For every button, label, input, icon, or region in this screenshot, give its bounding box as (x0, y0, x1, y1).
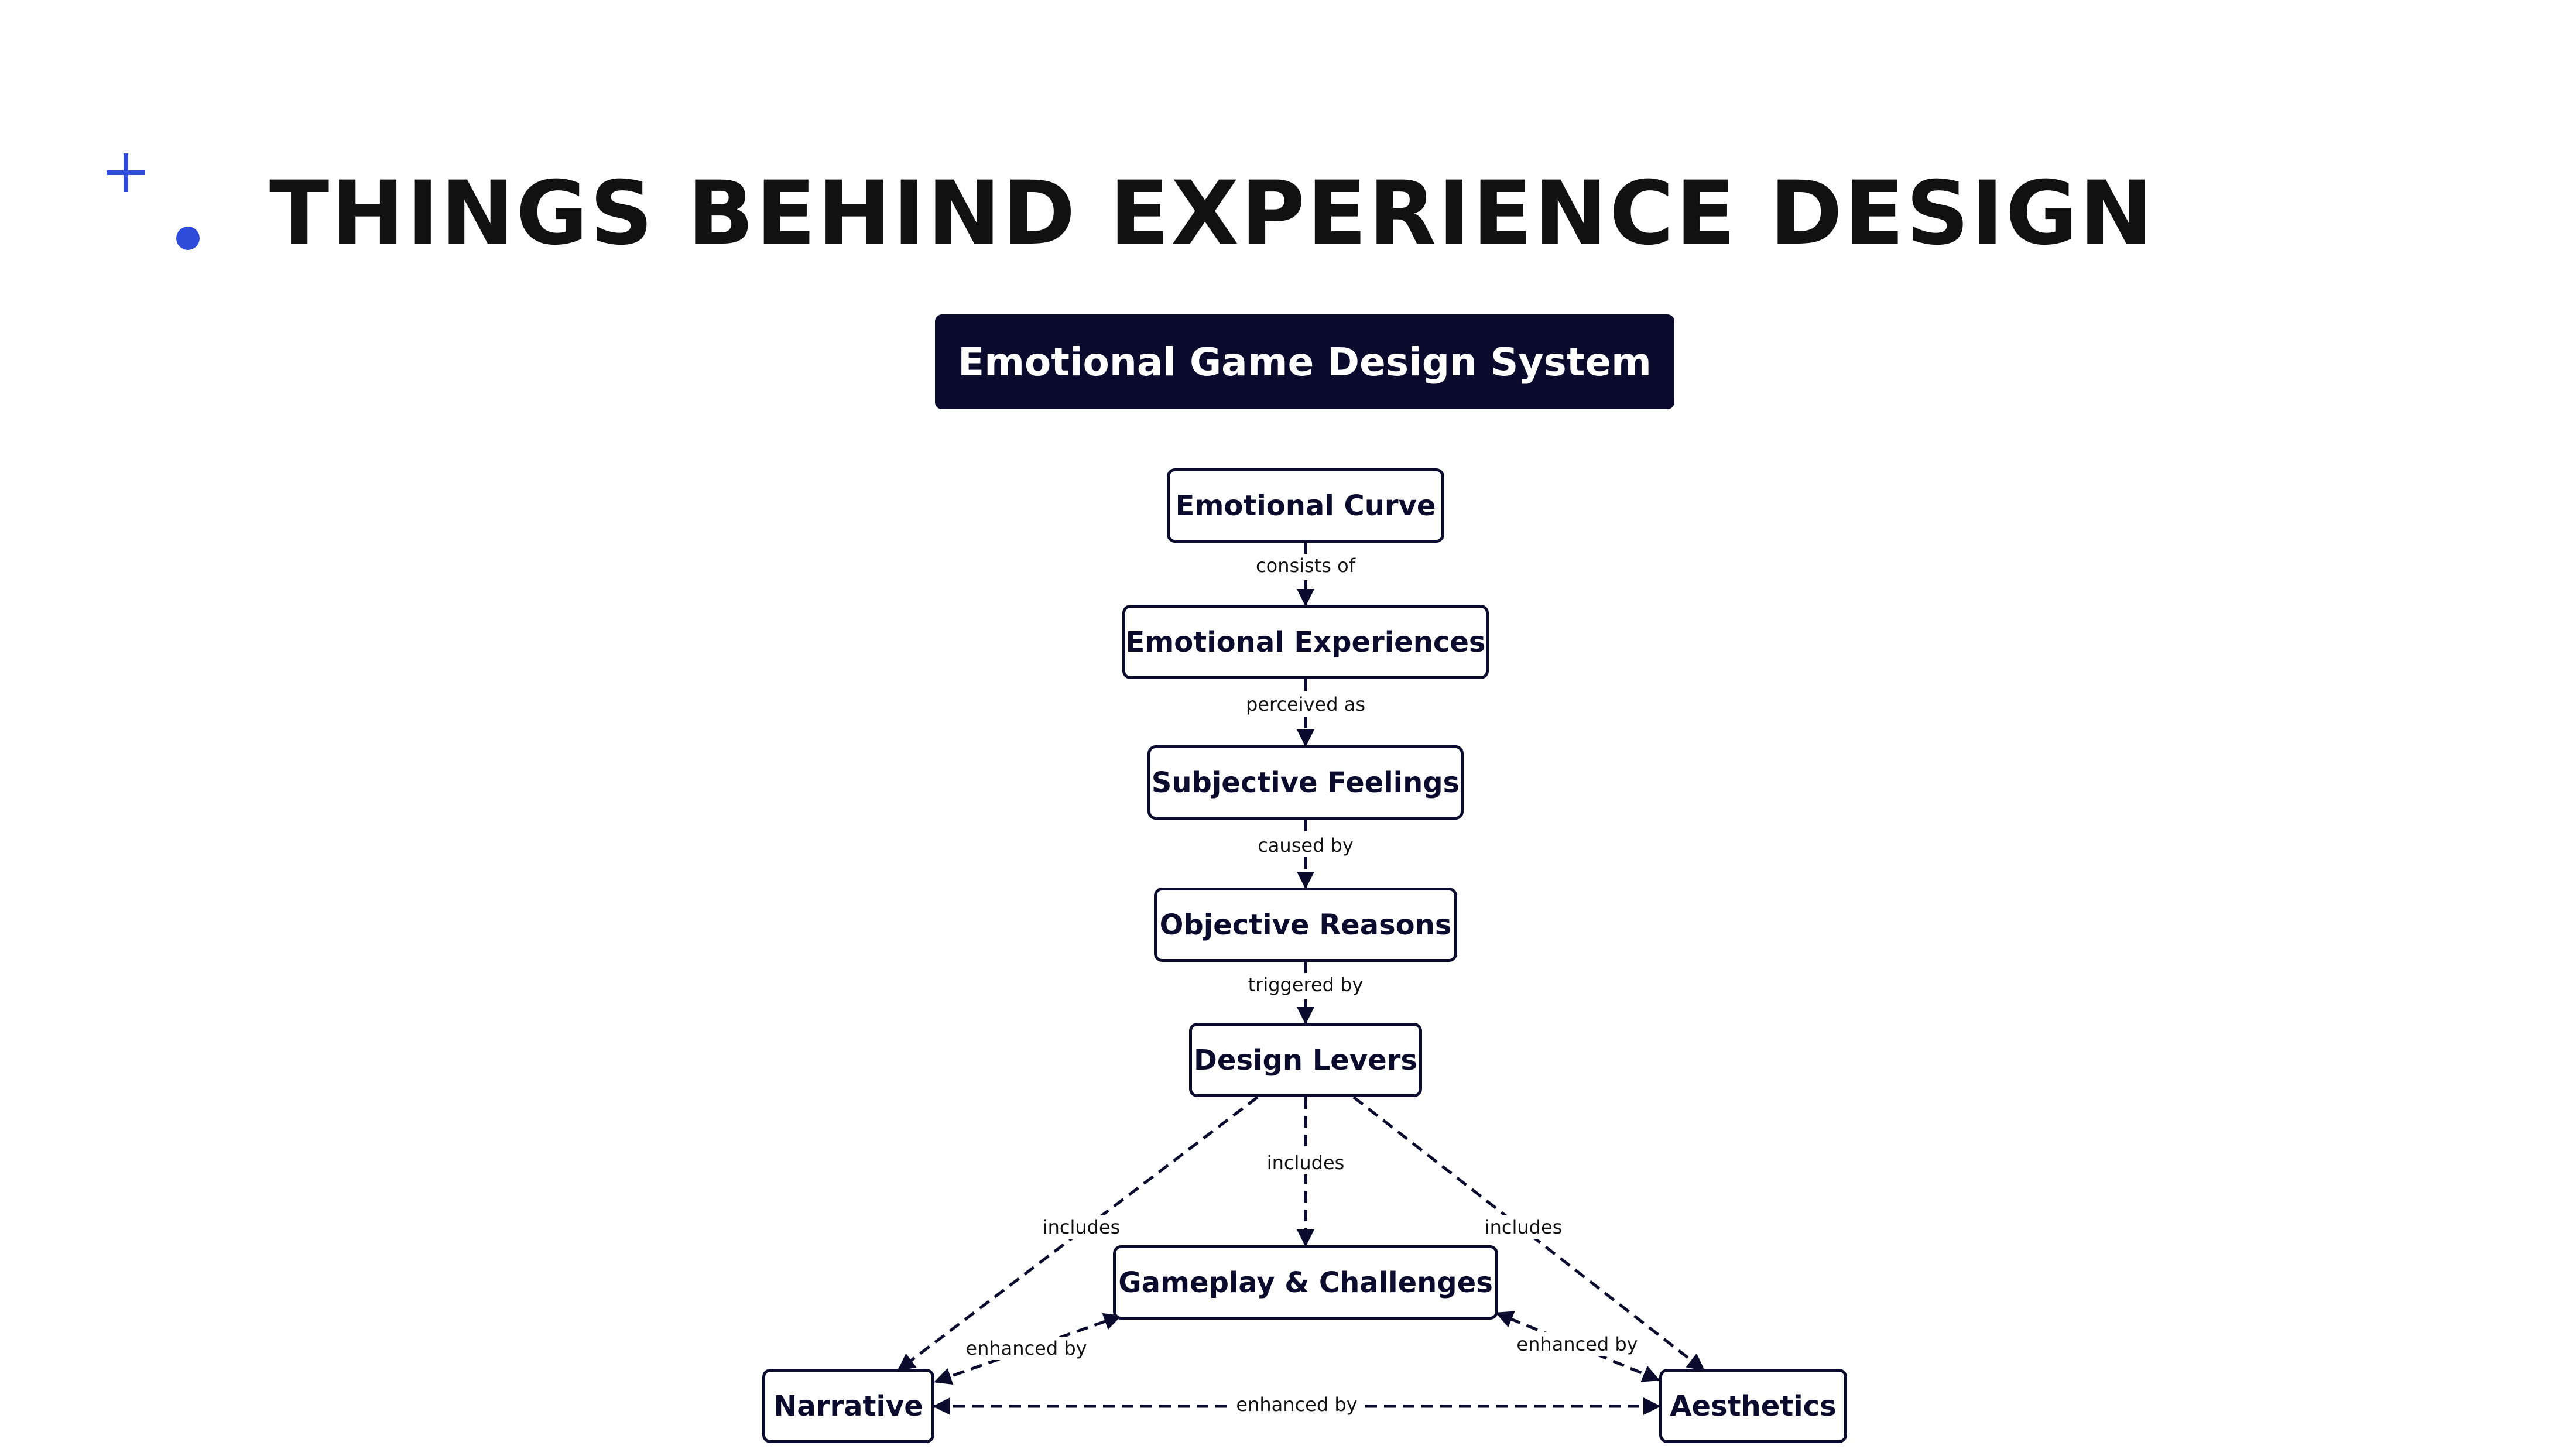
edge-label-enhanced-by-bottom: enhanced by (1231, 1393, 1362, 1416)
edge-label-enhanced-by-left: enhanced by (961, 1337, 1092, 1360)
diagram-header: Emotional Game Design System (935, 314, 1674, 409)
node-emotional-experiences: Emotional Experiences (1122, 605, 1489, 679)
diagram-header-label: Emotional Game Design System (958, 339, 1652, 385)
node-objective-reasons: Objective Reasons (1154, 888, 1457, 962)
node-narrative: Narrative (762, 1369, 934, 1443)
plus-icon (107, 153, 145, 192)
node-gameplay-challenges: Gameplay & Challenges (1113, 1245, 1498, 1320)
edge-label-caused-by: caused by (1253, 834, 1358, 857)
node-design-levers: Design Levers (1189, 1023, 1422, 1097)
edge-label-triggered-by: triggered by (1243, 973, 1368, 996)
edge-label-enhanced-by-right: enhanced by (1512, 1332, 1643, 1356)
page-title: THINGS BEHIND EXPERIENCE DESIGN (269, 163, 2155, 265)
edge-label-includes-right: includes (1479, 1215, 1567, 1239)
node-emotional-curve: Emotional Curve (1167, 468, 1444, 543)
edge-label-includes-left: includes (1037, 1215, 1125, 1239)
edge-label-includes-center: includes (1262, 1151, 1349, 1174)
dot-icon (176, 227, 200, 250)
node-subjective-feelings: Subjective Feelings (1147, 745, 1464, 820)
edge-label-consists-of: consists of (1251, 554, 1360, 577)
edge-label-perceived-as: perceived as (1241, 693, 1371, 716)
edge-aesthetics-to-gameplay (1495, 1311, 1660, 1382)
node-aesthetics: Aesthetics (1659, 1369, 1847, 1443)
